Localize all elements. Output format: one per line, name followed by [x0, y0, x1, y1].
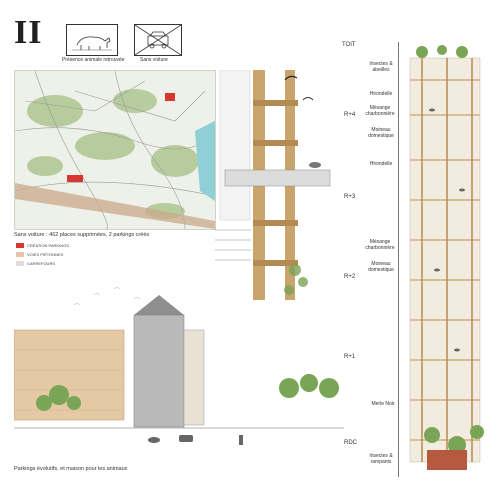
species-label: Mésange charbonnière: [365, 105, 395, 117]
level-label-rdc: RDC: [344, 440, 357, 446]
city-map-drawing: [15, 71, 215, 229]
structure-detail-drawing: [215, 69, 335, 300]
cow-icon: [72, 36, 112, 51]
species-label: Insectes & rampants: [369, 453, 393, 465]
legend-item-pedestrian: VOIES PIÉTONNES: [16, 252, 69, 257]
legend-swatch: [16, 261, 24, 266]
legend-item-parking: CRÉATION PARKINGS: [16, 243, 69, 248]
no-car-caption: Sans voiture: [140, 57, 168, 63]
species-label: Hirondelle: [369, 161, 393, 167]
tower-section-drawing: [402, 40, 492, 480]
crossed-car-icon: [134, 24, 182, 56]
level-label-roof: TOIT: [342, 42, 356, 48]
level-label-r4: R+4: [344, 112, 356, 118]
legend-swatch: [16, 243, 24, 248]
section-drawing: [13, 285, 344, 455]
animal-presence-icon-box: [66, 24, 118, 56]
no-car-icon-box: [134, 24, 182, 56]
legend-label: CRÉATION PARKINGS: [27, 243, 69, 248]
section-caption: Parkings évolutifs, et maison pour les a…: [14, 466, 128, 472]
species-label: Hirondelle: [369, 91, 393, 97]
legend-label: VOIES PIÉTONNES: [27, 252, 64, 257]
species-label: Merle Noir: [371, 401, 395, 407]
page-number-roman: II: [14, 14, 43, 51]
species-label: Moineau domestique: [368, 127, 394, 139]
animal-presence-caption: Présence animale retrouvée: [62, 57, 125, 63]
level-label-r2: R+2: [344, 274, 356, 280]
legend-swatch: [16, 252, 24, 257]
legend-item-crossroads: CARREFOURS: [16, 261, 69, 266]
level-label-r3: R+3: [344, 194, 356, 200]
city-map: [14, 70, 216, 230]
legend-label: CARREFOURS: [27, 261, 56, 266]
species-label: Mésange charbonnière: [365, 239, 395, 251]
species-label: Moineau domestique: [368, 261, 394, 273]
map-note: Sans voiture : 462 places supprimées, 2 …: [14, 232, 150, 238]
level-axis-line: [398, 42, 399, 477]
map-legend: CRÉATION PARKINGS VOIES PIÉTONNES CARREF…: [16, 243, 69, 266]
species-label: Insectes & abeilles: [369, 61, 393, 73]
level-label-r1: R+1: [344, 354, 356, 360]
